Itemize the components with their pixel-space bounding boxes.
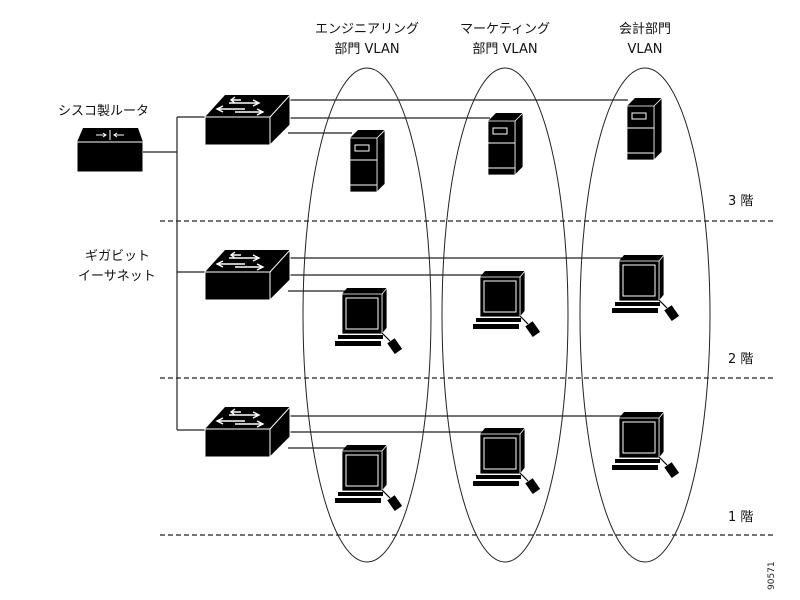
floor-label-2: 2 階: [728, 352, 753, 367]
backbone-links: [143, 116, 205, 431]
marketing-workstation-icon: [472, 427, 541, 495]
engineering-server-icon: [349, 129, 386, 193]
engineering-workstation-icon: [334, 287, 403, 355]
vlan-accounting-ellipse: [579, 67, 711, 563]
floor-2-links: [288, 257, 622, 292]
vlan-engineering-title-1: エンジニアリング: [315, 22, 419, 37]
floor-label-1: 1 階: [728, 510, 753, 525]
figure-id: 90571: [767, 561, 777, 590]
floor-1-switch-icon: [204, 406, 291, 458]
accounting-workstation-icon: [611, 411, 680, 479]
vlan-marketing-ellipse: [441, 67, 569, 563]
marketing-workstation-icon: [472, 270, 541, 338]
router-icon: [76, 128, 144, 173]
vlan-marketing-title-2: 部門 VLAN: [472, 42, 537, 57]
accounting-server-icon: [626, 97, 663, 161]
backbone-label-1: ギガビット: [85, 249, 150, 264]
marketing-server-icon: [487, 112, 524, 176]
vlan-marketing-title-1: マーケティング: [460, 22, 550, 37]
floor-1-links: [288, 415, 622, 449]
floor-label-3: 3 階: [728, 194, 753, 209]
vlan-accounting-title-2: VLAN: [627, 42, 662, 57]
vlan-accounting-title-1: 会計部門: [619, 21, 671, 37]
vlan-engineering-ellipse: [302, 67, 432, 563]
vlan-engineering-title-2: 部門 VLAN: [334, 42, 399, 57]
engineering-workstation-icon: [334, 444, 403, 512]
floor-3-links: [288, 99, 628, 134]
accounting-workstation-icon: [611, 254, 680, 322]
backbone-label-2: イーサネット: [78, 269, 156, 284]
floor-2-switch-icon: [204, 249, 291, 301]
floor-3-switch-icon: [204, 94, 291, 146]
router-label: シスコ製ルータ: [58, 104, 149, 119]
